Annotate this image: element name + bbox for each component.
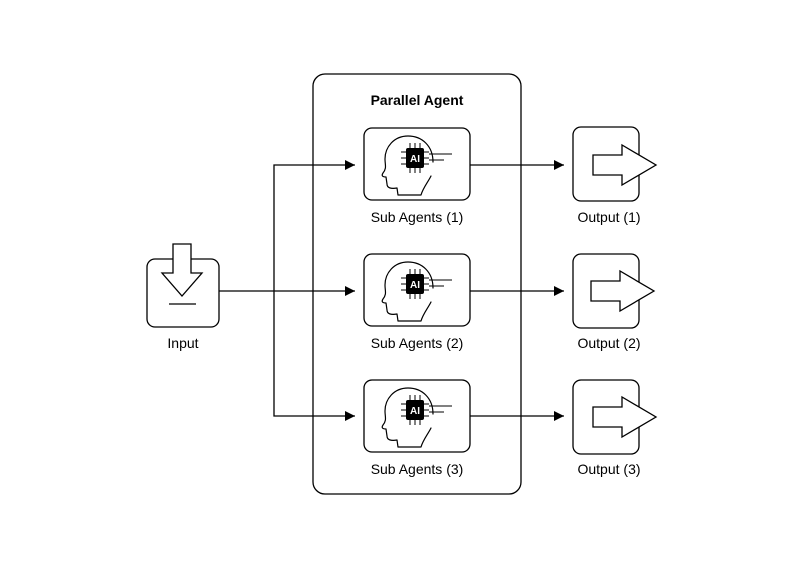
- output-node-2: Output (2): [572, 253, 655, 351]
- ai-chip-text: AI: [410, 280, 420, 291]
- sub-agent-node-2: AI Sub Agents (2): [363, 253, 471, 351]
- ai-head-icon: AI: [381, 261, 453, 322]
- sub-agent-label: Sub Agents (1): [371, 209, 464, 225]
- edge-input-to-sub-agent-1: [273, 160, 355, 291]
- output-node-3: Output (3): [572, 379, 657, 477]
- output-label: Output (1): [577, 209, 640, 225]
- ai-head-icon: AI: [381, 387, 453, 448]
- sub-agent-label: Sub Agents (3): [371, 461, 464, 477]
- output-label: Output (2): [577, 335, 640, 351]
- ai-head-icon: AI: [381, 135, 453, 196]
- sub-agent-node-1: AI Sub Agents (1): [363, 127, 471, 225]
- edge-input-to-sub-agent-3: [273, 291, 355, 421]
- input-node: Input: [146, 243, 220, 351]
- sub-agent-node-3: AI Sub Agents (3): [363, 379, 471, 477]
- sub-agent-label: Sub Agents (2): [371, 335, 464, 351]
- input-label: Input: [167, 335, 198, 351]
- connectors: [219, 160, 564, 421]
- output-label: Output (3): [577, 461, 640, 477]
- container-title: Parallel Agent: [371, 92, 464, 108]
- ai-chip-text: AI: [410, 154, 420, 165]
- container-frame: [312, 73, 522, 495]
- parallel-agent-container: Parallel Agent: [312, 73, 522, 495]
- output-node-1: Output (1): [572, 126, 657, 225]
- ai-chip-text: AI: [410, 406, 420, 417]
